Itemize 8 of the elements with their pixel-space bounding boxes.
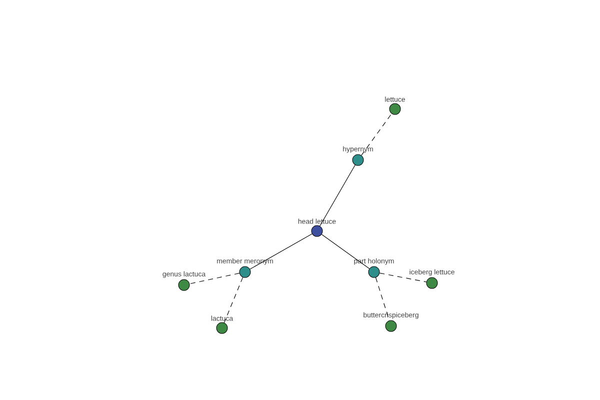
connector-line	[321, 234, 370, 269]
connector-line	[189, 272, 240, 284]
connector-line	[379, 272, 427, 282]
connector-line	[361, 113, 392, 156]
connector-line	[224, 277, 244, 323]
connector-line	[375, 277, 390, 321]
connector-line	[250, 234, 312, 270]
connector-line	[320, 164, 356, 226]
